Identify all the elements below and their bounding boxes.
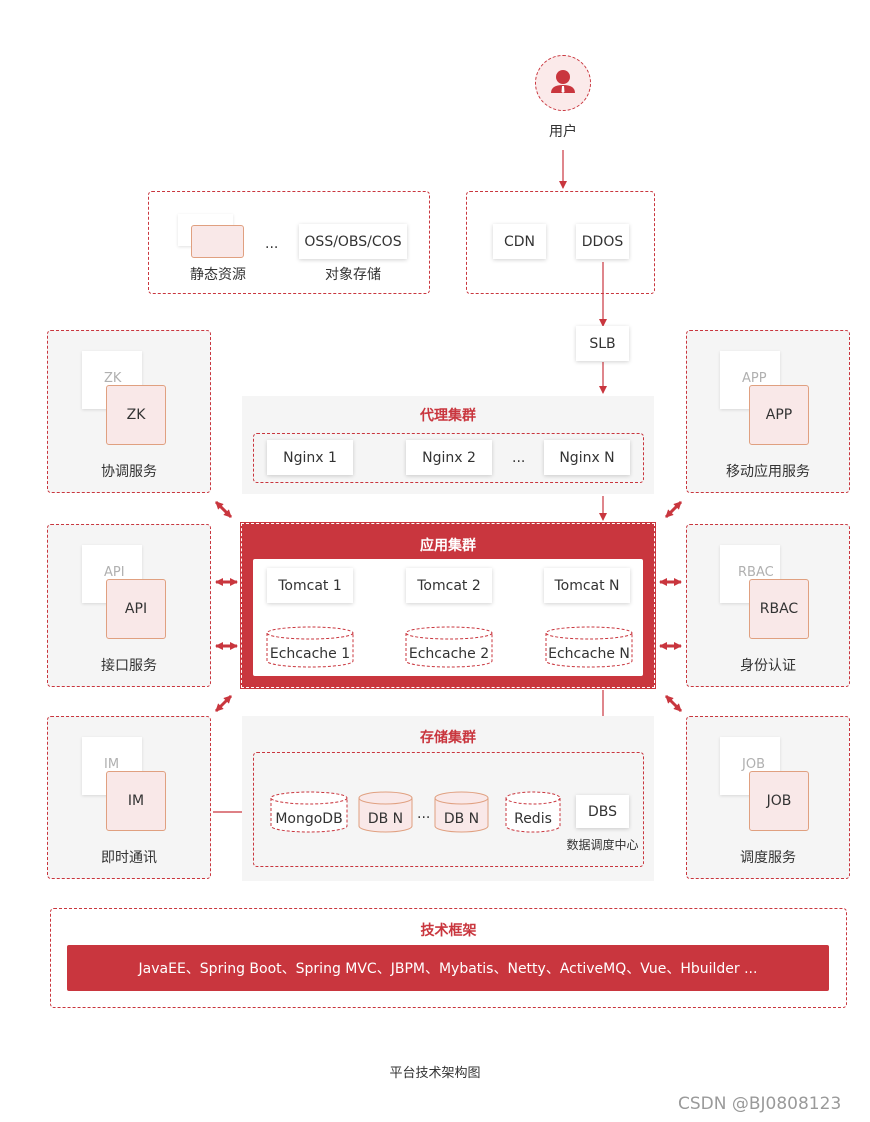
cylinder-shape	[405, 626, 493, 668]
echcache-1-cylinder[interactable]: Echcache 1	[266, 626, 354, 668]
ddos-card[interactable]: DDOS	[576, 224, 629, 259]
echcache-1-label: Echcache 1	[269, 646, 351, 662]
storage-nodes-group	[253, 752, 644, 867]
nginx-2-card[interactable]: Nginx 2	[406, 440, 492, 475]
tomcat-2-card[interactable]: Tomcat 2	[406, 568, 492, 603]
storage-cluster-title: 存储集群	[420, 730, 476, 746]
cylinder-shape	[505, 791, 561, 833]
proxy-ellipsis: ...	[512, 450, 526, 466]
user-label: 用户	[549, 124, 577, 140]
mongodb-label: MongoDB	[275, 811, 343, 827]
tech-stack-panel	[50, 908, 847, 1008]
tomcat-n-card[interactable]: Tomcat N	[544, 568, 630, 603]
app-service-label: 移动应用服务	[726, 464, 810, 480]
cylinder-shape	[270, 791, 348, 833]
static-resources-panel	[148, 191, 430, 294]
watermark: CSDN @BJ0808123	[678, 1094, 842, 1114]
redis-cylinder[interactable]: Redis	[505, 791, 561, 833]
user-avatar[interactable]	[535, 55, 591, 111]
oss-card[interactable]: OSS/OBS/COS	[299, 224, 407, 259]
storage-ellipsis: ...	[417, 806, 431, 822]
proxy-cluster-title: 代理集群	[420, 408, 476, 424]
echcache-n-cylinder[interactable]: Echcache N	[545, 626, 633, 668]
app-front-card[interactable]: APP	[749, 385, 809, 445]
cylinder-shape	[358, 791, 413, 833]
cdn-card[interactable]: CDN	[493, 224, 546, 259]
user-avatar-icon	[551, 70, 575, 93]
im-service-label: 即时通讯	[101, 850, 157, 866]
edge-panel	[466, 191, 655, 294]
db-n-2-cylinder[interactable]: DB N	[434, 791, 489, 833]
echcache-n-label: Echcache N	[548, 646, 630, 662]
dbs-card[interactable]: DBS	[576, 795, 629, 828]
static-ellipsis: ...	[265, 236, 279, 252]
static-resource-card[interactable]	[191, 225, 244, 258]
tech-stack-title: 技术框架	[420, 923, 477, 939]
zk-front-card[interactable]: ZK	[106, 385, 166, 445]
cylinder-shape	[434, 791, 489, 833]
nginx-1-card[interactable]: Nginx 1	[267, 440, 353, 475]
tomcat-1-card[interactable]: Tomcat 1	[267, 568, 353, 603]
nginx-n-card[interactable]: Nginx N	[544, 440, 630, 475]
echcache-2-cylinder[interactable]: Echcache 2	[405, 626, 493, 668]
arrow-im-diag	[214, 694, 233, 713]
job-front-card[interactable]: JOB	[749, 771, 809, 831]
tech-stack-list: JavaEE、Spring Boot、Spring MVC、JBPM、Mybat…	[138, 961, 758, 977]
static-resource-label: 静态资源	[190, 267, 246, 283]
rbac-service-label: 身份认证	[740, 658, 796, 674]
db-n-1-label: DB N	[367, 811, 404, 827]
cylinder-shape	[545, 626, 633, 668]
mongodb-cylinder[interactable]: MongoDB	[270, 791, 348, 833]
im-front-card[interactable]: IM	[106, 771, 166, 831]
arrow-zk-diag	[214, 500, 233, 519]
db-n-2-label: DB N	[443, 811, 480, 827]
db-n-1-cylinder[interactable]: DB N	[358, 791, 413, 833]
proxy-nodes-group	[253, 433, 644, 483]
tech-stack-bar: JavaEE、Spring Boot、Spring MVC、JBPM、Mybat…	[67, 945, 829, 991]
zk-service-label: 协调服务	[101, 464, 157, 480]
oss-label: 对象存储	[325, 267, 381, 283]
arrow-job-diag	[664, 694, 683, 713]
figure-caption: 平台技术架构图	[389, 1066, 481, 1081]
slb-card[interactable]: SLB	[576, 326, 629, 361]
app-cluster-title: 应用集群	[420, 538, 476, 554]
arrow-app-diag	[664, 500, 683, 519]
job-service-label: 调度服务	[740, 850, 796, 866]
echcache-2-label: Echcache 2	[408, 646, 490, 662]
dbs-label: 数据调度中心	[566, 838, 639, 852]
cylinder-shape	[266, 626, 354, 668]
api-service-label: 接口服务	[101, 658, 157, 674]
rbac-front-card[interactable]: RBAC	[749, 579, 809, 639]
redis-label: Redis	[514, 811, 552, 827]
api-front-card[interactable]: API	[106, 579, 166, 639]
